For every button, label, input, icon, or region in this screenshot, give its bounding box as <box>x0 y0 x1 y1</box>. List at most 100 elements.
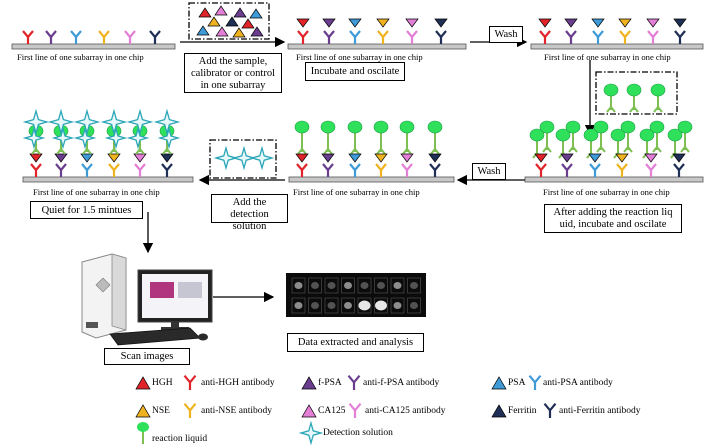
antigen-fpsa-chip3 <box>564 18 578 28</box>
antigen-hgh-chip2 <box>296 18 310 28</box>
reaction-box <box>595 71 678 115</box>
antibody-psa-chip6 <box>81 163 93 177</box>
chip-2 <box>287 43 467 50</box>
legend-ferritin-antibody-icon <box>543 402 557 418</box>
antibody-hgh-chip1 <box>22 30 34 44</box>
detection-star-box-2 <box>249 145 275 171</box>
legend-fpsa: f-PSA <box>318 378 342 388</box>
step-scan: Scan images <box>104 348 190 365</box>
step-after-reaction: After adding the reaction liq uid, incub… <box>544 204 682 233</box>
legend-ca125: CA125 <box>318 406 346 416</box>
legend-reaction-liquid-icon <box>137 422 149 444</box>
chip-3 <box>530 43 704 50</box>
antigen-sample-6 <box>241 18 255 29</box>
reaction-liquid-chip4-b3 <box>620 120 636 153</box>
detection-star-chip6-b4 <box>126 126 150 150</box>
data-image-panel <box>286 273 426 317</box>
monitor-icon <box>137 269 213 330</box>
legend-ferritin-icon <box>491 404 507 418</box>
legend-hgh-icon <box>135 376 151 390</box>
reaction-liquid-box-0 <box>603 83 619 113</box>
antibody-psa-chip1 <box>70 30 82 44</box>
antibody-hgh-chip3 <box>539 30 551 44</box>
antigen-nse-chip5 <box>374 153 388 163</box>
antigen-nse-chip4 <box>615 153 629 163</box>
antibody-fpsa-chip2 <box>323 30 335 44</box>
antigen-sample-4 <box>207 16 221 27</box>
antigen-sample-1 <box>214 5 228 16</box>
chip-label-3: First line of one subarray in one chip <box>544 52 671 62</box>
antigen-sample-10 <box>250 26 264 37</box>
legend-nse-ab: anti-NSE antibody <box>201 406 272 416</box>
antibody-ca125-chip3 <box>647 30 659 44</box>
step-wash-2: Wash <box>472 163 506 180</box>
detection-star-chip6-b0 <box>22 126 46 150</box>
antibody-fpsa-chip1 <box>45 30 57 44</box>
detection-star-chip6-b1 <box>51 126 75 150</box>
antigen-fpsa-chip4 <box>560 153 574 163</box>
reaction-liquid-chip4-b1 <box>565 120 581 153</box>
antibody-ca125-chip2 <box>406 30 418 44</box>
antibody-fpsa-chip3 <box>565 30 577 44</box>
legend-fpsa-antibody-icon <box>347 374 361 390</box>
antigen-fpsa-chip5 <box>321 153 335 163</box>
reaction-liquid-chip5-0 <box>294 120 310 155</box>
antibody-nse-chip2 <box>377 30 389 44</box>
antibody-nse-chip5 <box>375 163 387 177</box>
reaction-liquid-chip5-2 <box>347 120 363 155</box>
antigen-nse-chip3 <box>618 18 632 28</box>
antibody-ca125-chip1 <box>124 30 136 44</box>
legend-fpsa-ab: anti-f-PSA antibody <box>363 378 440 388</box>
antigen-psa-chip6 <box>80 153 94 163</box>
antigen-sample-3 <box>249 8 263 19</box>
antigen-psa-chip2 <box>348 18 362 28</box>
antigen-ca125-chip3 <box>646 18 660 28</box>
chip-label-4: First line of one subarray in one chip <box>543 187 670 197</box>
legend-reaction: reaction liquid <box>152 434 208 444</box>
reaction-liquid-chip4-b5 <box>677 120 693 153</box>
antigen-hgh-chip5 <box>295 153 309 163</box>
antigen-ferritin-chip2 <box>434 18 448 28</box>
antigen-sample-2 <box>233 7 247 18</box>
reaction-liquid-chip5-1 <box>320 120 336 155</box>
antibody-ferritin-chip5 <box>429 163 441 177</box>
legend-psa-ab: anti-PSA antibody <box>543 378 613 388</box>
legend-ca125-ab: anti-CA125 antibody <box>365 406 446 416</box>
legend-fpsa-icon <box>301 376 317 390</box>
chip-label-1: First line of one subarray in one chip <box>17 52 144 62</box>
legend-psa: PSA <box>508 378 526 388</box>
reaction-liquid-box-1 <box>626 83 642 113</box>
antigen-ca125-chip6 <box>133 153 147 163</box>
antibody-ferritin-chip3 <box>674 30 686 44</box>
legend-ca125-icon <box>301 404 317 418</box>
legend-detection-star-icon <box>298 420 324 446</box>
antigen-sample-7 <box>196 25 210 36</box>
antigen-sample-5 <box>225 16 239 27</box>
antigen-sample-9 <box>232 27 246 38</box>
reaction-liquid-chip5-4 <box>399 120 415 155</box>
antibody-psa-chip3 <box>592 30 604 44</box>
antibody-ferritin-chip1 <box>149 30 161 44</box>
legend-ferritin-ab: anti-Ferritin antibody <box>559 406 641 416</box>
legend-ferritin: Ferritin <box>508 406 537 416</box>
step-add-detection: Add the detection solution <box>211 194 288 232</box>
antibody-ca125-chip6 <box>134 163 146 177</box>
legend-nse: NSE <box>152 406 170 416</box>
legend-nse-antibody-icon <box>183 402 197 418</box>
chip-6 <box>22 176 194 183</box>
reaction-liquid-chip5-5 <box>427 120 443 155</box>
antibody-fpsa-chip4 <box>561 163 573 177</box>
step-incubate: Incubate and oscilate <box>305 62 405 81</box>
antibody-hgh-chip5 <box>296 163 308 177</box>
chip-5 <box>288 176 455 183</box>
detection-star-chip6-b2 <box>73 126 97 150</box>
detection-star-chip6-b5 <box>157 126 181 150</box>
antibody-nse-chip1 <box>98 30 110 44</box>
reaction-liquid-chip6-2 <box>79 124 95 155</box>
antigen-psa-chip3 <box>591 18 605 28</box>
legend-psa-icon <box>491 376 507 390</box>
antigen-hgh-chip3 <box>538 18 552 28</box>
detection-star-box-0 <box>213 145 239 171</box>
antibody-hgh-chip4 <box>535 163 547 177</box>
antigen-ferritin-chip5 <box>428 153 442 163</box>
